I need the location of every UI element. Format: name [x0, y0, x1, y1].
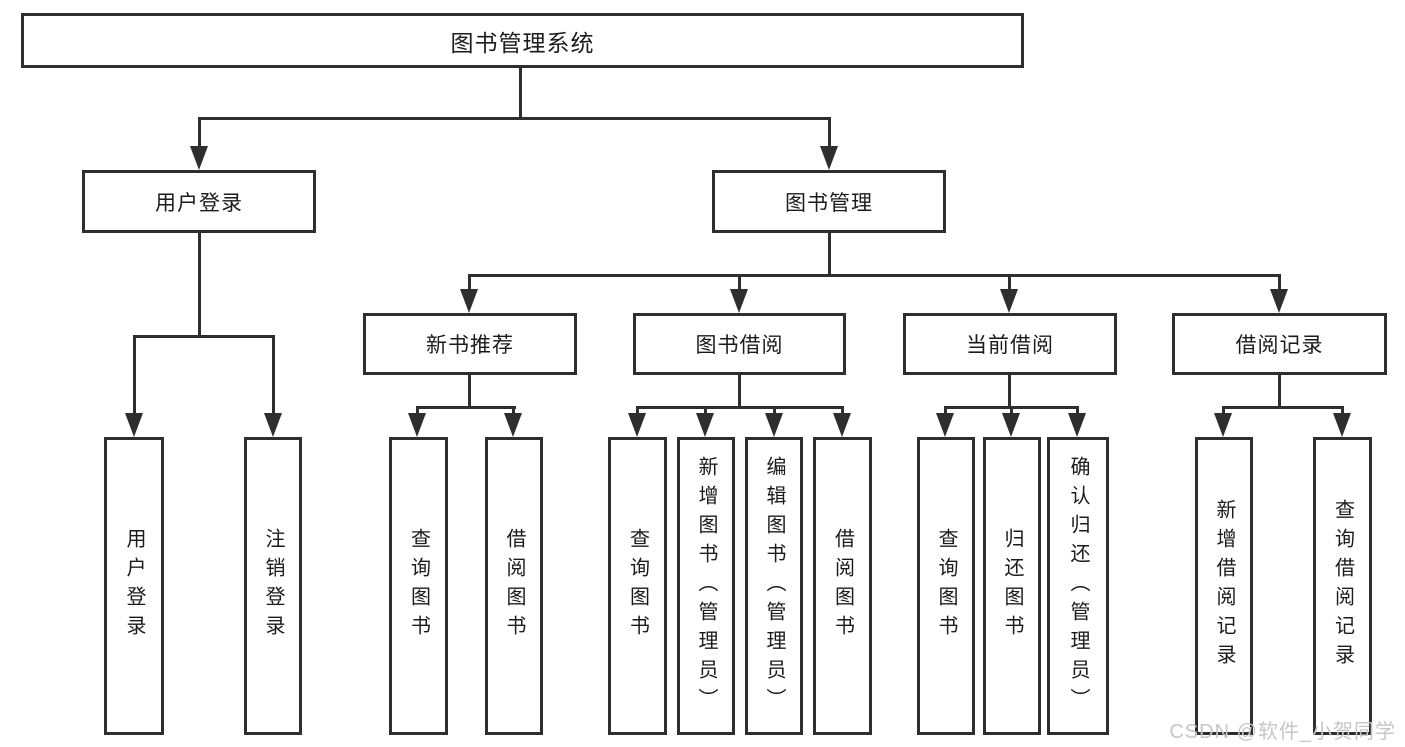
arrowhead-down-icon: [820, 146, 838, 170]
connector-line: [636, 406, 639, 417]
connector-line: [636, 406, 844, 409]
leaf-borrowing-query-books: 查询图书: [608, 437, 667, 735]
leaf-newbook-borrow-books: 借阅图书: [485, 437, 543, 735]
node-label: 图书管理系统: [450, 29, 595, 56]
arrowhead-down-icon: [1002, 413, 1020, 437]
connector-line: [704, 406, 707, 417]
connector-line: [738, 375, 741, 409]
connector-line: [519, 68, 522, 120]
node-label: 图书管理: [785, 191, 873, 215]
connector-line: [738, 274, 741, 294]
connector-line: [416, 406, 516, 409]
leaf-label: 查询图书: [407, 528, 430, 644]
arrowhead-down-icon: [460, 289, 478, 313]
node-label: 图书借阅: [695, 334, 784, 357]
leaf-current-return-books: 归还图书: [983, 437, 1041, 735]
arrowhead-down-icon: [1333, 413, 1351, 437]
leaf-label: 借阅图书: [831, 528, 854, 644]
connector-line: [1008, 274, 1011, 294]
connector-line: [133, 335, 136, 417]
leaf-borrowing-edit-book-admin: 编辑图书（管理员）: [745, 437, 803, 735]
node-book-borrowing: 图书借阅: [633, 313, 846, 375]
arrowhead-down-icon: [1068, 413, 1086, 437]
connector-line: [1278, 274, 1281, 294]
node-library-management-system: 图书管理系统: [21, 13, 1024, 68]
arrowhead-down-icon: [264, 413, 282, 437]
connector-line: [468, 274, 1281, 277]
connector-line: [468, 375, 471, 409]
connector-line: [1008, 375, 1011, 409]
connector-line: [1010, 406, 1013, 417]
node-label: 新书推荐: [426, 334, 514, 357]
leaf-label: 注销登录: [262, 528, 284, 644]
leaf-borrowing-add-book-admin: 新增图书（管理员）: [677, 437, 735, 735]
arrowhead-down-icon: [408, 413, 426, 437]
leaf-label: 编辑图书（管理员）: [763, 455, 785, 717]
leaf-records-query-borrow-record: 查询借阅记录: [1313, 437, 1372, 735]
node-current-borrowing: 当前借阅: [903, 313, 1117, 375]
leaf-newbook-query-books: 查询图书: [389, 437, 448, 735]
connector-line: [512, 406, 515, 417]
leaf-label: 用户登录: [123, 528, 145, 644]
connector-line: [198, 233, 201, 338]
node-user-login: 用户登录: [82, 170, 316, 233]
leaf-label: 归还图书: [1001, 528, 1023, 644]
arrowhead-down-icon: [936, 413, 954, 437]
leaf-label: 查询图书: [935, 528, 957, 644]
connector-line: [1222, 406, 1225, 417]
node-label: 借阅记录: [1235, 334, 1324, 357]
arrowhead-down-icon: [1000, 289, 1018, 313]
csdn-watermark: CSDN @软件_小贺同学: [1169, 721, 1396, 743]
leaf-label: 借阅图书: [503, 528, 525, 644]
connector-line: [841, 406, 844, 417]
connector-line: [828, 232, 831, 277]
connector-line: [944, 406, 947, 417]
leaf-label: 查询借阅记录: [1331, 499, 1354, 673]
leaf-label: 新增借阅记录: [1213, 499, 1235, 673]
node-borrow-records: 借阅记录: [1172, 313, 1387, 375]
arrowhead-down-icon: [765, 413, 783, 437]
connector-line: [272, 335, 275, 417]
arrowhead-down-icon: [628, 413, 646, 437]
connector-line: [1278, 375, 1281, 409]
leaf-label: 查询图书: [626, 528, 649, 644]
connector-line: [773, 406, 776, 417]
connector-line: [133, 335, 275, 338]
node-label: 用户登录: [155, 191, 243, 215]
connector-line: [1222, 406, 1344, 409]
leaf-current-query-books: 查询图书: [917, 437, 975, 735]
leaf-records-add-borrow-record: 新增借阅记录: [1195, 437, 1253, 735]
arrowhead-down-icon: [1214, 413, 1232, 437]
leaf-borrowing-borrow-books: 借阅图书: [813, 437, 872, 735]
connector-line: [198, 117, 201, 150]
connector-line: [468, 274, 471, 294]
leaf-label: 确认归还（管理员）: [1067, 455, 1089, 717]
leaf-user-login: 用户登录: [104, 437, 164, 735]
connector-line: [1341, 406, 1344, 417]
arrowhead-down-icon: [1270, 289, 1288, 313]
connector-line: [416, 406, 419, 417]
connector-line: [1076, 406, 1079, 417]
arrowhead-down-icon: [730, 289, 748, 313]
arrowhead-down-icon: [190, 146, 208, 170]
leaf-label: 新增图书（管理员）: [695, 455, 717, 717]
arrowhead-down-icon: [696, 413, 714, 437]
node-book-management: 图书管理: [712, 170, 946, 233]
arrowhead-down-icon: [504, 413, 522, 437]
arrowhead-down-icon: [833, 413, 851, 437]
node-new-book-recommend: 新书推荐: [363, 313, 577, 375]
leaf-logout: 注销登录: [244, 437, 302, 735]
node-label: 当前借阅: [966, 334, 1054, 357]
connector-line: [198, 117, 831, 120]
leaf-current-confirm-return-admin: 确认归还（管理员）: [1047, 437, 1109, 735]
arrowhead-down-icon: [125, 413, 143, 437]
connector-line: [828, 117, 831, 150]
